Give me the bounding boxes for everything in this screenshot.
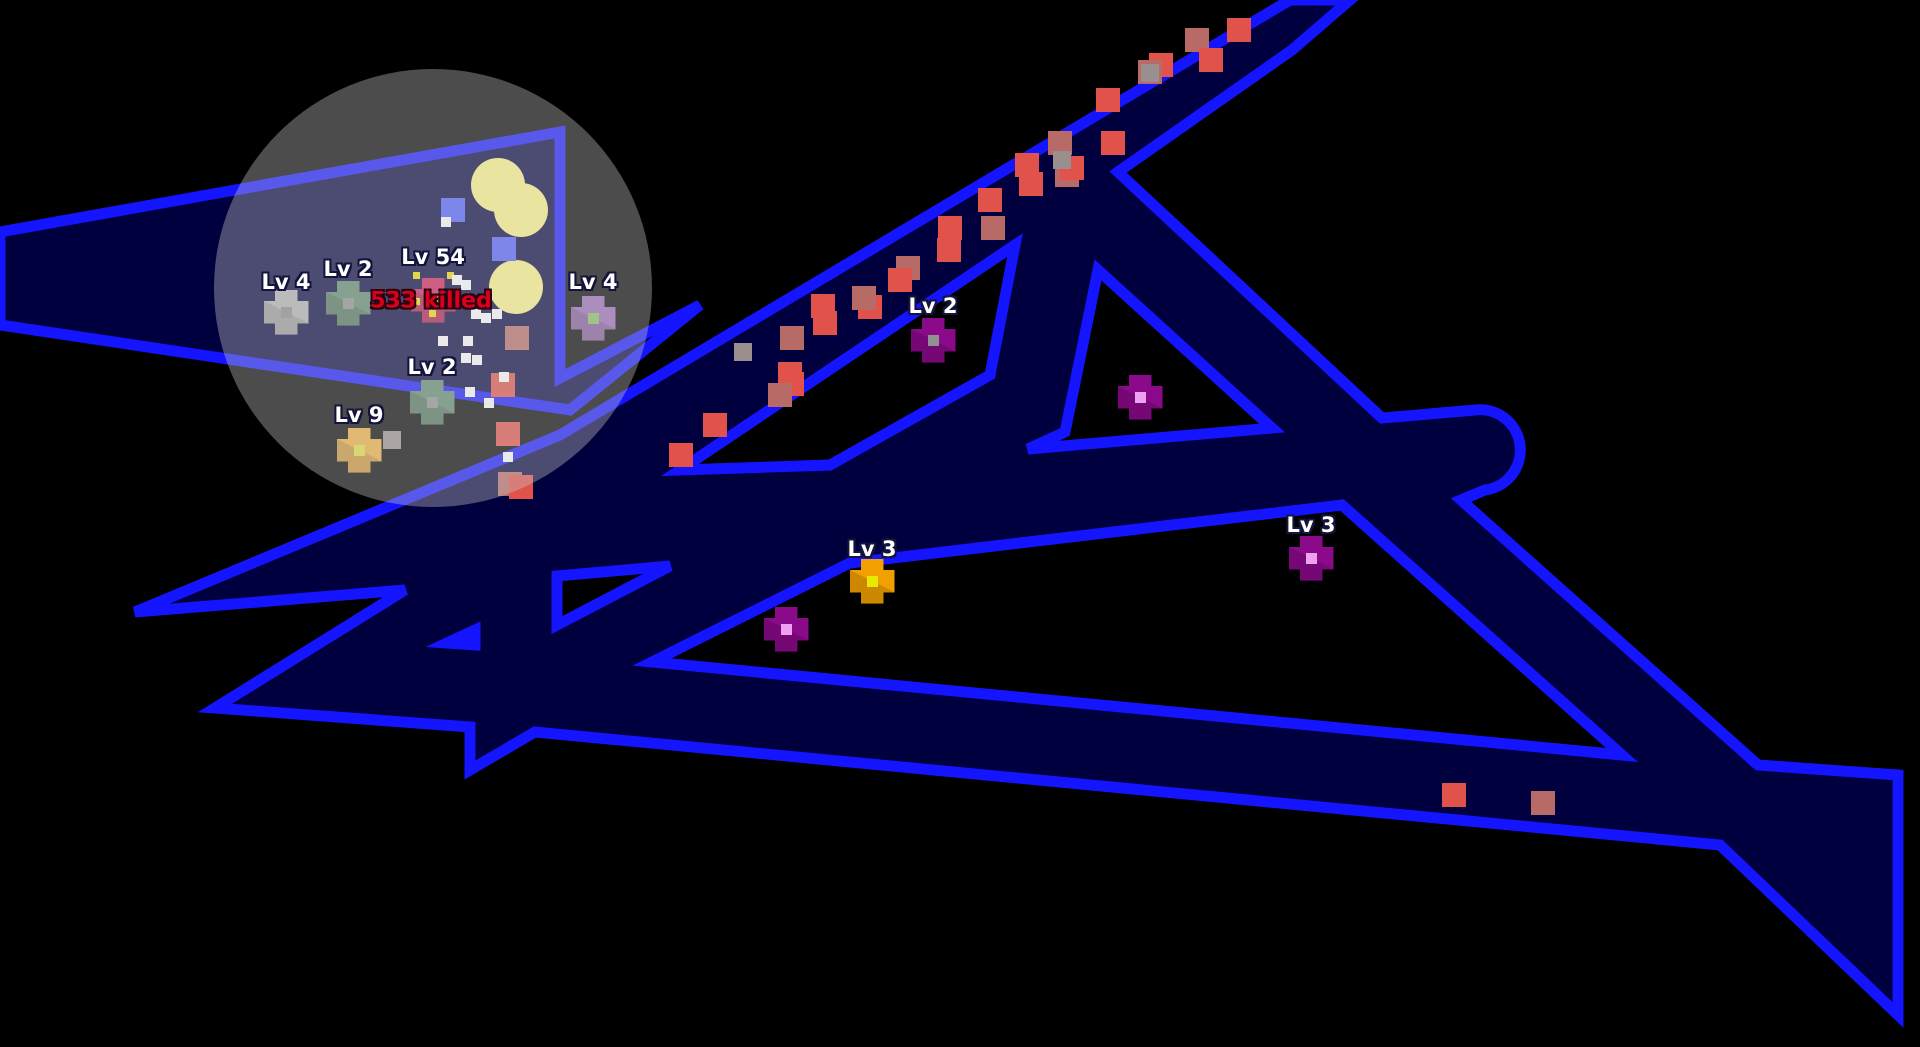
entity-core — [428, 295, 439, 306]
player-layer — [411, 272, 456, 323]
energy-orb — [494, 183, 548, 237]
bullet — [452, 275, 462, 285]
projectile — [813, 311, 837, 335]
bullet — [484, 398, 494, 408]
debris-particle — [734, 343, 752, 361]
projectile — [669, 443, 693, 467]
projectile — [703, 413, 727, 437]
entities-layer — [264, 281, 1334, 652]
enemy-level-label: Lv 3 — [847, 537, 897, 561]
projectile — [1096, 88, 1120, 112]
projectile — [937, 238, 961, 262]
blue-block — [492, 237, 516, 261]
bullet — [461, 353, 471, 363]
enemy-green-lv2-a[interactable] — [326, 281, 371, 326]
bullet — [471, 309, 481, 319]
entity-core — [781, 624, 792, 635]
entity-core — [427, 397, 438, 408]
bullet — [499, 372, 509, 382]
enemy-grey-lv4[interactable] — [264, 290, 309, 335]
projectile — [978, 188, 1002, 212]
corridor-main — [132, 0, 1904, 1028]
wall-island-1 — [660, 233, 1023, 477]
energy-orb — [489, 260, 543, 314]
enemy-orange-lv9[interactable] — [337, 428, 382, 473]
enemy-magenta-unlabeled-a[interactable] — [1118, 375, 1163, 420]
debris-particle — [383, 431, 401, 449]
enemy-level-label: Lv 9 — [334, 403, 384, 427]
projectile — [1019, 172, 1043, 196]
player-level-label: Lv 54 — [401, 245, 465, 269]
entity-core — [588, 313, 599, 324]
entity-core — [928, 335, 939, 346]
projectile — [780, 326, 804, 350]
projectiles-layer — [491, 18, 1555, 815]
bullet — [461, 280, 471, 290]
bullets-layer — [438, 217, 513, 462]
entity-core — [354, 445, 365, 456]
debris-particle — [1053, 151, 1071, 169]
orbs-layer — [441, 158, 548, 314]
enemy-magenta-unlabeled-b[interactable] — [764, 607, 809, 652]
enemy-level-label: Lv 3 — [1286, 513, 1336, 537]
wall-island-2 — [1025, 259, 1286, 455]
entity-core — [1306, 553, 1317, 564]
bullet — [481, 313, 491, 323]
projectile — [768, 383, 792, 407]
projectile — [888, 268, 912, 292]
enemy-purple-lv4[interactable] — [571, 296, 616, 341]
projectile — [505, 326, 529, 350]
enemy-level-label: Lv 4 — [568, 270, 618, 294]
bullet — [472, 355, 482, 365]
vision-circle — [214, 69, 652, 507]
bullet — [441, 217, 451, 227]
projectile — [1199, 48, 1223, 72]
projectile — [496, 422, 520, 446]
entity-core — [1135, 392, 1146, 403]
wall-spike — [425, 621, 481, 651]
bullet — [492, 309, 502, 319]
projectile — [1101, 131, 1125, 155]
enemy-orange-lv3[interactable] — [850, 559, 895, 604]
enemy-level-label: Lv 2 — [908, 294, 958, 318]
entity-core — [281, 307, 292, 318]
bullet — [503, 452, 513, 462]
entity-core — [343, 298, 354, 309]
enemy-level-label: Lv 2 — [323, 257, 373, 281]
projectile — [852, 286, 876, 310]
debris-particle — [1141, 64, 1159, 82]
wall-island-3 — [632, 499, 1639, 763]
enemy-magenta-lv3[interactable] — [1289, 536, 1334, 581]
player-character[interactable] — [411, 278, 456, 323]
enemy-level-label: Lv 4 — [261, 270, 311, 294]
enemy-green-lv2-b[interactable] — [410, 380, 455, 425]
kill-counter: 533 killed — [370, 288, 492, 314]
projectile — [1531, 791, 1555, 815]
bullet — [463, 336, 473, 346]
projectile — [1227, 18, 1251, 42]
projectile — [981, 216, 1005, 240]
bullet — [465, 387, 475, 397]
entity-core — [867, 576, 878, 587]
projectile — [1442, 783, 1466, 807]
wall-island-4 — [551, 560, 673, 635]
projectile — [509, 475, 533, 499]
projectile — [938, 216, 962, 240]
enemy-level-label: Lv 2 — [407, 355, 457, 379]
bullet — [438, 336, 448, 346]
enemy-magenta-lv2[interactable] — [911, 318, 956, 363]
